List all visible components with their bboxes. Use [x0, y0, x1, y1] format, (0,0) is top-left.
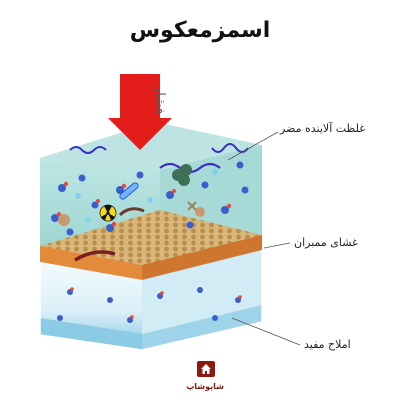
pressure-label: فشار — [152, 86, 167, 115]
diagram-title: اسمزمعکوس — [129, 18, 271, 43]
radiation-icon — [99, 204, 117, 222]
contaminant-molecules — [51, 161, 249, 236]
logo-text: شاپوشاپ — [186, 382, 224, 391]
beneficial-mineral-molecules — [57, 287, 242, 323]
membrane-label: غشای ممبران — [294, 236, 358, 249]
house-icon — [197, 361, 215, 377]
shopoushop-logo: شاپوشاپ — [186, 360, 224, 391]
callout-lines — [227, 131, 301, 346]
contaminant-solution-label: غلظت آلاینده مضر — [280, 122, 365, 135]
beneficial-minerals-label: املاح مفید — [304, 338, 351, 351]
bacteria-shapes — [58, 143, 249, 262]
pressure-arrow-icon — [108, 74, 172, 150]
filtered-water-block — [39, 250, 263, 351]
